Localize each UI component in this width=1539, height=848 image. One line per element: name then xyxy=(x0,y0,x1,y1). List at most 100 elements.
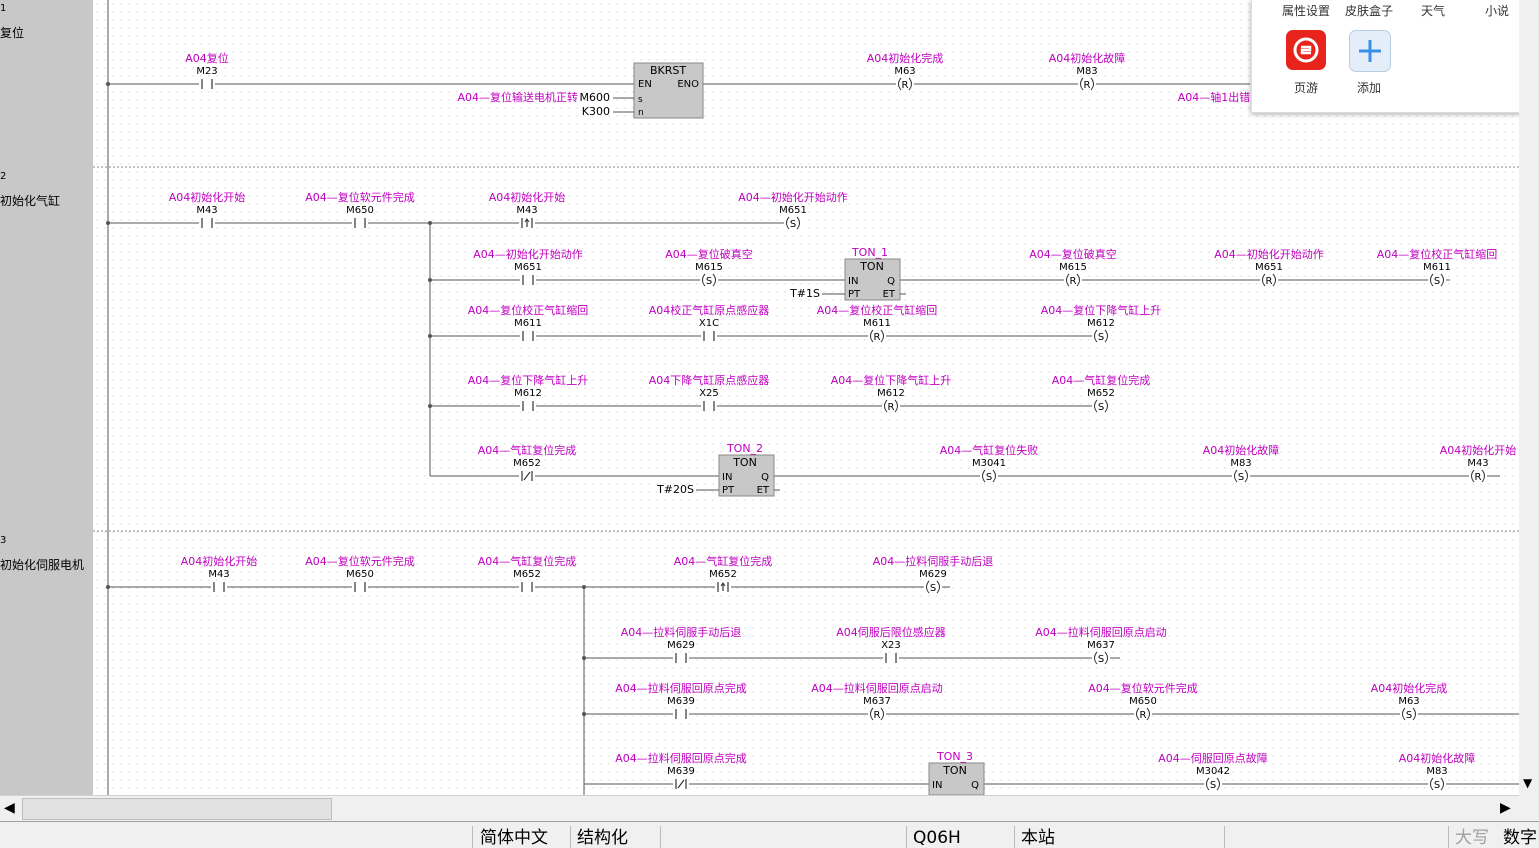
element-comment: A04—复位下降气缸上升 xyxy=(831,373,952,387)
separator xyxy=(472,826,473,848)
element-device: M650 xyxy=(346,205,374,216)
separator xyxy=(1014,826,1015,848)
scroll-left-icon[interactable]: ◀ xyxy=(4,800,15,816)
element-comment: A04—复位校正气缸缩回 xyxy=(468,303,589,317)
element-device: M43 xyxy=(1467,458,1488,469)
status-cpu: Q06H xyxy=(913,828,961,848)
svg-text:S: S xyxy=(1098,332,1104,343)
scroll-down-icon[interactable]: ▼ xyxy=(1523,776,1533,790)
tab-novel[interactable]: 小说 xyxy=(1485,4,1510,18)
game-icon[interactable] xyxy=(1286,30,1326,70)
tab-weather[interactable]: 天气 xyxy=(1421,4,1446,18)
ton-2-timer-block[interactable]: TON_2 TON IN Q PT ET T#20S xyxy=(656,442,780,497)
ladder-diagram[interactable]: BKRST EN ENO s n A04—复位输送电机正转 M600 K300 … xyxy=(0,0,1519,795)
element-comment: A04—复位下降气缸上升 xyxy=(468,373,589,387)
element-device: M652 xyxy=(513,569,541,580)
element-comment: A04—拉料伺服回原点完成 xyxy=(615,751,747,765)
separator xyxy=(906,826,907,848)
ton-1-timer-block[interactable]: TON_1 TON IN Q PT ET T#1S xyxy=(789,246,906,301)
element-comment: A04—伺服回原点故障 xyxy=(1158,751,1268,765)
scrollbar-thumb[interactable] xyxy=(22,798,332,820)
operand-comment: A04—复位输送电机正转 xyxy=(457,90,578,104)
pin-eno: ENO xyxy=(677,79,699,90)
element-device: M83 xyxy=(1230,458,1251,469)
rung-1-label[interactable]: 1 复位 xyxy=(0,2,24,40)
rung-2-label[interactable]: 2 初始化气缸 xyxy=(0,170,60,208)
tile-label: 页游 xyxy=(1294,81,1319,95)
element-comment: A04—初始化开始动作 xyxy=(473,247,583,261)
add-icon[interactable] xyxy=(1349,30,1391,72)
element-comment: A04—复位软元件完成 xyxy=(305,190,415,204)
ton-3-timer-block[interactable]: TON_3 TON IN Q xyxy=(928,750,985,795)
pin-en: EN xyxy=(638,79,652,90)
element-device: M611 xyxy=(863,318,891,329)
bkrst-function-block[interactable]: BKRST EN ENO s n A04—复位输送电机正转 M600 K300 xyxy=(457,62,704,119)
element-comment: A04初始化开始 xyxy=(1440,443,1517,457)
instance-name: TON_1 xyxy=(851,246,888,259)
svg-text:S: S xyxy=(986,472,992,483)
element-comment: A04伺服后限位感应器 xyxy=(836,625,946,639)
scroll-right-icon[interactable]: ▶ xyxy=(1500,800,1511,816)
svg-text:S: S xyxy=(790,219,796,230)
vertical-scrollbar[interactable]: ▼ xyxy=(1519,0,1539,821)
pin-q: Q xyxy=(971,780,979,791)
svg-text:R: R xyxy=(1475,472,1482,483)
ladder-element-c1-axis[interactable]: A04—轴1出错 xyxy=(1178,90,1251,104)
block-name: BKRST xyxy=(650,64,686,77)
separator xyxy=(1224,826,1225,848)
rung-number: 2 xyxy=(0,171,7,182)
rung-3-label[interactable]: 3 初始化伺服电机 xyxy=(0,534,84,572)
tab-property-settings[interactable]: 属性设置 xyxy=(1282,4,1331,18)
element-comment: A04—气缸复位完成 xyxy=(1052,373,1151,387)
element-comment: A04—拉料伺服回原点完成 xyxy=(615,681,747,695)
element-device: M3042 xyxy=(1196,766,1230,777)
element-comment: A04初始化故障 xyxy=(1203,443,1280,457)
ladder-editor-canvas[interactable] xyxy=(93,0,1519,795)
element-device: M652 xyxy=(513,458,541,469)
svg-text:R: R xyxy=(1084,80,1091,91)
tab-skin-box[interactable]: 皮肤盒子 xyxy=(1345,4,1394,18)
tile-label: 添加 xyxy=(1357,81,1382,95)
pin-in: IN xyxy=(722,472,732,483)
horizontal-scrollbar[interactable]: ◀ ▶ xyxy=(0,795,1519,822)
